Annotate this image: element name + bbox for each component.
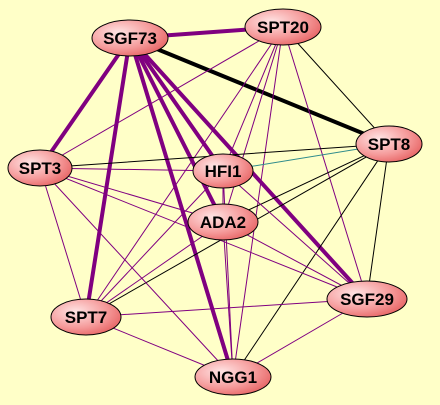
edge-spt20-hfi1 (222, 26, 284, 172)
edge-sgf73-hfi1 (128, 36, 225, 173)
node-spt3[interactable]: SPT3 (7, 149, 73, 187)
edge-ada2-spt7 (85, 221, 224, 318)
node-ellipse-hfi1 (192, 153, 254, 189)
node-label-spt3: SPT3 (19, 159, 62, 178)
node-ellipse-ada2 (187, 203, 259, 241)
node-ellipse-sgf73 (91, 19, 169, 57)
edge-spt20-spt3 (39, 26, 284, 169)
node-label-spt20: SPT20 (257, 18, 309, 37)
node-spt7[interactable]: SPT7 (50, 298, 122, 336)
node-ellipse-spt8 (355, 125, 423, 163)
edge-hfi1-spt7 (85, 170, 224, 318)
edge-spt20-ada2 (222, 26, 284, 223)
node-label-spt8: SPT8 (368, 135, 411, 154)
node-ellipse-spt20 (244, 8, 322, 46)
edge-sgf73-spt8 (128, 36, 391, 146)
node-ngg1[interactable]: NGG1 (194, 358, 272, 396)
edge-spt20-sgf29 (282, 26, 368, 300)
edge-sgf73-spt3 (39, 37, 131, 169)
edge-spt3-ngg1 (39, 167, 234, 378)
node-label-ada2: ADA2 (200, 213, 246, 232)
node-label-sgf73: SGF73 (103, 29, 157, 48)
edge-sgf73-ada2 (128, 36, 225, 224)
node-spt8[interactable]: SPT8 (355, 125, 423, 163)
node-label-spt7: SPT7 (65, 308, 108, 327)
edge-sgf29-spt7 (85, 298, 368, 318)
node-ellipse-sgf29 (326, 280, 408, 318)
edge-sgf73-spt7 (84, 36, 132, 319)
node-label-hfi1: HFI1 (205, 162, 242, 181)
node-spt20[interactable]: SPT20 (244, 8, 322, 46)
node-hfi1[interactable]: HFI1 (192, 153, 254, 189)
edge-spt8-ngg1 (232, 143, 390, 378)
edge-ada2-ngg1 (222, 221, 234, 378)
node-sgf29[interactable]: SGF29 (326, 280, 408, 318)
node-ellipse-spt3 (7, 149, 73, 187)
node-ellipse-ngg1 (194, 358, 272, 396)
node-ada2[interactable]: ADA2 (187, 203, 259, 241)
edge-spt20-spt7 (85, 26, 284, 318)
node-label-sgf29: SGF29 (340, 290, 394, 309)
edge-spt3-spt7 (39, 167, 87, 318)
node-ellipse-spt7 (50, 298, 122, 336)
edge-spt8-sgf29 (366, 143, 390, 300)
edge-spt8-ada2 (222, 143, 390, 223)
edge-sgf73-ngg1 (128, 36, 235, 379)
node-sgf73[interactable]: SGF73 (91, 19, 169, 57)
edge-spt20-spt8 (282, 26, 390, 145)
node-label-ngg1: NGG1 (209, 368, 257, 387)
edge-hfi1-sgf29 (222, 170, 368, 300)
